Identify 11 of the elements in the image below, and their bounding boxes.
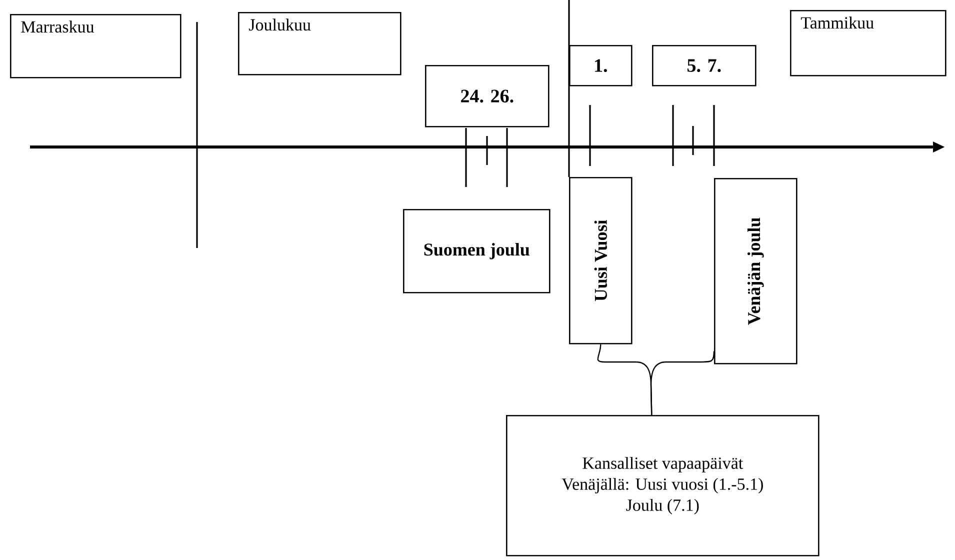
month-box: Marraskuu [10, 14, 182, 78]
note-box: Kansalliset vapaapäivät Venäjällä: Uusi vuosi (1.-5.1) Joulu (7.1) [506, 415, 820, 556]
date-box: 5. 7. [652, 45, 756, 86]
bracket-line [650, 351, 715, 416]
month-box: Tammikuu [790, 10, 946, 76]
holiday-box: Suomen joulu [403, 209, 550, 294]
month-box: Joulukuu [238, 12, 402, 76]
holiday-box: Uusi Vuosi [569, 177, 632, 344]
date-box: 24. 26. [425, 65, 550, 128]
date-box: 1. [569, 45, 632, 86]
holiday-box: Venäjän joulu [714, 178, 798, 364]
